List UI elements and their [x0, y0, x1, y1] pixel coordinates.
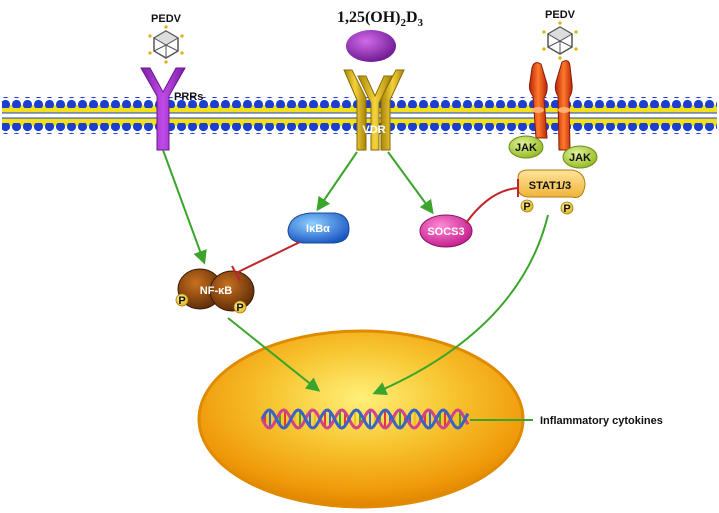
- svg-text:P: P: [563, 203, 570, 215]
- vitamin-d-label: 1,25(OH)2D3: [337, 9, 424, 29]
- pedv-left-label: PEDV: [151, 13, 182, 25]
- arrow-stat-to-dna: [372, 214, 549, 395]
- virus-icon: [148, 25, 184, 64]
- jak-right: [562, 145, 598, 169]
- prr-receptor: PRRs: [140, 67, 203, 151]
- pedv-right-label: PEDV: [545, 9, 576, 21]
- pedv-virus-left: PEDV: [148, 13, 184, 64]
- socs3-protein: SOCS3: [419, 214, 473, 248]
- virus-icon: [542, 21, 578, 60]
- vdr-receptor: VDR: [343, 69, 405, 151]
- stat-complex: STAT1/3 P P: [517, 169, 586, 215]
- inhibit-socs3-to-stat: [465, 187, 519, 224]
- dna-helix: [260, 408, 470, 430]
- prrs-label: PRRs: [174, 91, 203, 103]
- inhibit-ikba-to-nfkb: [235, 241, 301, 274]
- socs3-label: SOCS3: [427, 226, 464, 238]
- svg-text:P: P: [523, 201, 530, 213]
- phosphate: [175, 293, 189, 307]
- nfkb-complex: NF-κB P P: [175, 268, 255, 314]
- jak-left-label: JAK: [515, 142, 537, 154]
- vdr-label: VDR: [362, 124, 385, 136]
- jak-left: [508, 135, 544, 159]
- arrow-vdr-to-ikba: [316, 151, 358, 212]
- phosphate: [520, 199, 534, 213]
- inhibition-lines: [231, 179, 519, 282]
- inflammatory-cytokines-callout: Inflammatory cytokines: [470, 415, 663, 427]
- arrow-prr-to-nfkb: [162, 149, 207, 265]
- cytokine-receptor: JAK JAK: [508, 60, 598, 169]
- dna-strand: [260, 408, 470, 430]
- ikba-label: IκBα: [306, 223, 330, 235]
- phosphate: [233, 300, 247, 314]
- arrow-nfkb-to-dna: [227, 317, 321, 392]
- svg-text:P: P: [178, 295, 185, 307]
- vitamin-d-ligand: [346, 30, 396, 62]
- phosphate: [560, 201, 574, 215]
- svg-text:P: P: [236, 302, 243, 314]
- dna-strand: [260, 408, 470, 430]
- ikba-protein: IκBα: [287, 212, 350, 244]
- arrow-vdr-to-socs3: [387, 151, 434, 215]
- inhibit-bar: [231, 265, 241, 282]
- pedv-virus-right: PEDV: [542, 9, 578, 60]
- nfkb-label: NF-κB: [200, 285, 232, 297]
- activation-arrows: [162, 149, 549, 395]
- stat-label: STAT1/3: [529, 180, 571, 192]
- inflammatory-label: Inflammatory cytokines: [540, 415, 663, 427]
- jak-right-label: JAK: [569, 152, 591, 164]
